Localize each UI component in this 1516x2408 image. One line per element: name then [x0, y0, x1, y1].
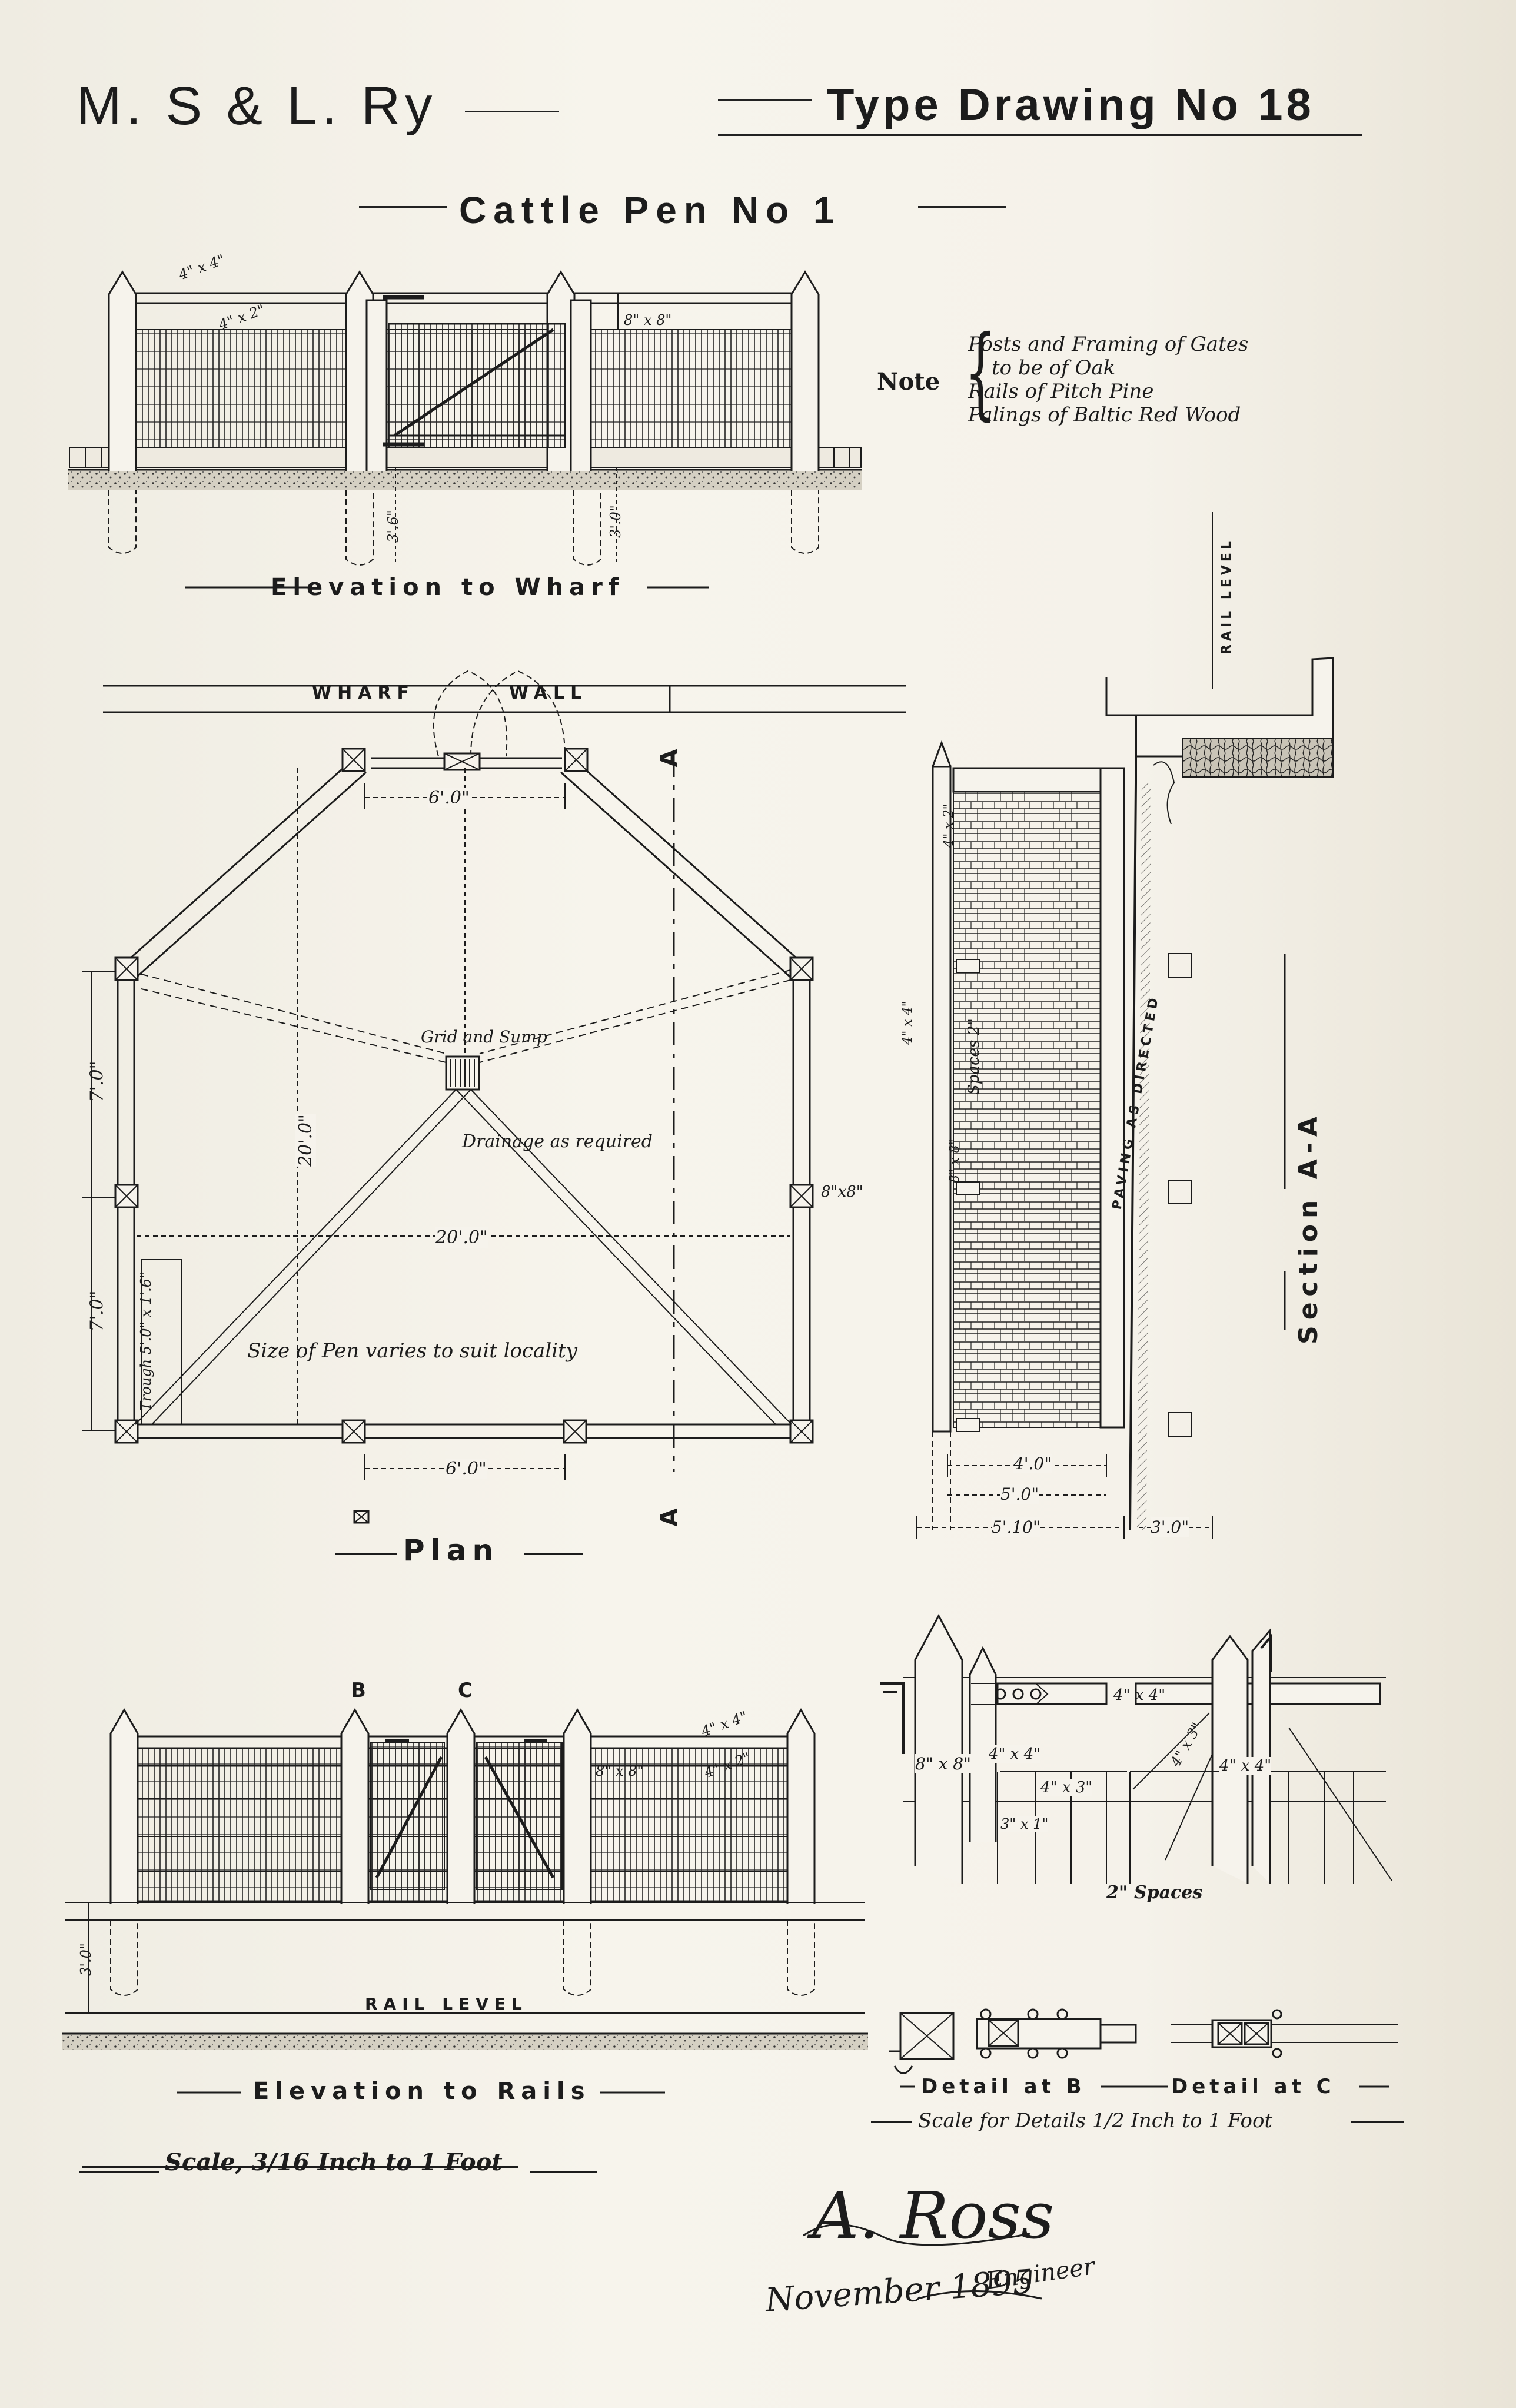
rule	[718, 99, 812, 101]
section-mark: A	[656, 1508, 683, 1527]
dim-label: 4" x 3"	[1040, 1779, 1093, 1796]
dim-label: 7'.0"	[87, 1061, 108, 1102]
dim-label: 4" x 4"	[900, 1001, 915, 1045]
wall-label: WALL	[509, 683, 588, 703]
note-line: Palings of Baltic Red Wood	[968, 403, 1241, 427]
dim-label: 4" x 4"	[1219, 1757, 1272, 1775]
dim-label: 4'.0"	[1013, 1454, 1052, 1473]
rule	[918, 206, 1006, 208]
dim-label: 3'.6"	[384, 510, 401, 543]
wharf-label: WHARF	[312, 683, 415, 703]
dim-label: 20'.0"	[435, 1227, 488, 1248]
rail-level-label: RAIL LEVEL	[1219, 537, 1234, 655]
main-scale: Scale, 3/16 Inch to 1 Foot	[165, 2148, 503, 2176]
dim-label: 8" x 8"	[624, 312, 672, 328]
dim-label: 5'.10"	[992, 1517, 1040, 1537]
dim-label: 8" x 8"	[596, 1763, 644, 1779]
rail-level-label: RAIL LEVEL	[365, 1994, 528, 2014]
rule	[465, 111, 559, 112]
dim-label: 2" Spaces	[1106, 1882, 1203, 1903]
drainage-label: Drainage as required	[462, 1131, 653, 1152]
elevation-rails-caption: Elevation to Rails	[253, 2078, 591, 2105]
dim-label: 8" x 8"	[947, 1139, 962, 1183]
trough-label: Trough 5'.0" x 1'.6"	[138, 1271, 155, 1411]
pen-size-label: Size of Pen varies to suit locality	[247, 1339, 577, 1363]
signature-name: A. Ross	[812, 2178, 1055, 2253]
note-label: Note	[877, 368, 940, 396]
mark-c: C	[458, 1679, 473, 1702]
dim-label: 3'.0"	[77, 1943, 94, 1976]
dim-label: 4" x 4"	[989, 1745, 1041, 1763]
dim-label: 4" x 4"	[1113, 1686, 1166, 1704]
note-brace: {	[965, 314, 997, 431]
section-caption: Section A-A	[1293, 1111, 1324, 1344]
dim-label: 5'.0"	[1000, 1484, 1039, 1504]
note-line: Posts and Framing of Gates	[968, 333, 1249, 356]
dim-label: 8" x 8"	[915, 1754, 971, 1773]
dim-label: 7'.0"	[87, 1290, 108, 1332]
dim-label: 3'.0"	[1151, 1517, 1189, 1537]
dim-label: 6'.0"	[446, 1459, 487, 1479]
mark-b: B	[351, 1679, 366, 1702]
plan-caption: Plan	[403, 1533, 500, 1567]
detail-c-caption: Detail at C	[1171, 2075, 1335, 2098]
detail-scale: Scale for Details 1/2 Inch to 1 Foot	[918, 2109, 1273, 2133]
grid-sump-label: Grid and Sump	[421, 1027, 547, 1047]
dim-label: 4" x 2"	[941, 803, 956, 848]
rule	[718, 134, 1362, 136]
note-line: to be of Oak	[992, 356, 1116, 380]
company-title: M. S & L. Ry	[77, 76, 437, 136]
spaces-label: Spaces 2"	[965, 1018, 983, 1095]
rule	[359, 206, 447, 208]
dim-label: 20'.0"	[295, 1114, 316, 1167]
sheet-title: Cattle Pen No 1	[459, 189, 842, 231]
section-mark: A	[656, 749, 683, 768]
drawing-number: Type Drawing No 18	[827, 80, 1315, 130]
dim-label: 3'.0"	[607, 505, 624, 538]
note-line: Rails of Pitch Pine	[968, 380, 1154, 403]
dim-label: 6'.0"	[428, 788, 470, 808]
detail-b-caption: Detail at B	[921, 2075, 1086, 2098]
elevation-wharf-caption: Elevation to Wharf	[271, 574, 625, 601]
dim-label: 8"x8"	[821, 1183, 863, 1201]
dim-label: 3" x 1"	[1000, 1816, 1049, 1832]
